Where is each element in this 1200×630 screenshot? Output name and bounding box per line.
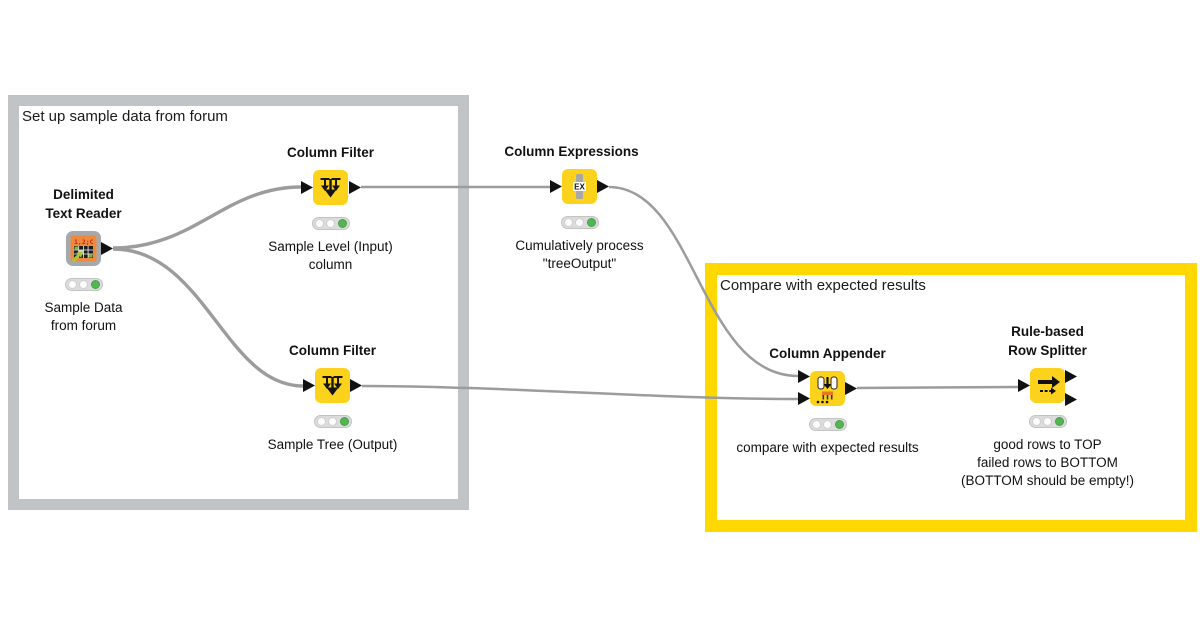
- expressions-output-port[interactable]: [597, 180, 609, 193]
- reader-output-port[interactable]: [101, 242, 113, 255]
- node-column-filter-bottom: Column Filter Sample Tree (Output): [268, 343, 398, 452]
- node-column-filter-top: Column Filter Sample Level (Input) colum…: [268, 145, 393, 272]
- connection-appender-to-splitter[interactable]: [856, 385, 1020, 390]
- annotation-setup[interactable]: Set up sample data from forum: [8, 95, 469, 510]
- row-splitter-icon[interactable]: [1030, 368, 1065, 403]
- appender-output-port[interactable]: [845, 382, 857, 395]
- traffic-light: [64, 278, 103, 291]
- splitter-input-port[interactable]: [1018, 379, 1030, 392]
- svg-text:EX: EX: [574, 183, 585, 192]
- column-filter-icon[interactable]: [313, 170, 348, 205]
- node-rule-based-row-splitter: Rule-based Row Splitter good rows to TOP…: [961, 324, 1134, 488]
- connection-reader-to-filter-bottom[interactable]: [112, 247, 304, 388]
- annotation-setup-title: Set up sample data from forum: [22, 108, 228, 125]
- appender-input-port-2[interactable]: [798, 392, 810, 405]
- node-label: Sample Data from forum: [44, 300, 123, 333]
- node-label: Sample Tree (Output): [267, 437, 398, 452]
- node-title: Rule-based Row Splitter: [1008, 324, 1087, 358]
- dynamic-ports-dots: [816, 400, 829, 404]
- annotation-compare[interactable]: Compare with expected results: [705, 263, 1197, 532]
- filter-top-output-port[interactable]: [349, 181, 361, 194]
- annotation-compare-title: Compare with expected results: [720, 277, 926, 294]
- filter-top-input-port[interactable]: [301, 181, 313, 194]
- traffic-light: [560, 216, 599, 229]
- connection-reader-to-filter-top[interactable]: [112, 185, 302, 250]
- node-title: Column Appender: [769, 346, 886, 361]
- node-title: Column Filter: [289, 343, 376, 358]
- node-title: Column Expressions: [504, 144, 639, 159]
- traffic-light: [311, 217, 350, 230]
- appender-input-port-1[interactable]: [798, 370, 810, 383]
- node-label: Cumulatively process "treeOutput": [515, 238, 644, 271]
- splitter-output-port-bottom[interactable]: [1065, 393, 1077, 406]
- traffic-light: [1028, 415, 1067, 428]
- connection-filter-bottom-to-appender[interactable]: [361, 384, 799, 401]
- node-title: Column Filter: [287, 145, 374, 160]
- column-filter-icon[interactable]: [315, 368, 350, 403]
- node-column-expressions: Column Expressions EX Cumulatively proce…: [504, 144, 643, 271]
- csv-table-reader-icon[interactable]: 1,2;C: [66, 231, 101, 266]
- node-label: good rows to TOP failed rows to BOTTOM (…: [960, 437, 1135, 488]
- node-column-appender: Column Appender compare with expected re…: [736, 346, 918, 455]
- node-label: Sample Level (Input) column: [268, 239, 393, 272]
- node-label: compare with expected results: [736, 440, 919, 455]
- filter-bottom-input-port[interactable]: [303, 379, 315, 392]
- filter-bottom-output-port[interactable]: [350, 379, 362, 392]
- expressions-input-port[interactable]: [550, 180, 562, 193]
- column-appender-icon[interactable]: [810, 371, 845, 406]
- node-title: Delimited Text Reader: [45, 187, 122, 221]
- connection-expressions-to-appender[interactable]: [608, 185, 799, 378]
- splitter-output-port-top[interactable]: [1065, 370, 1077, 383]
- svg-text:1,2;C: 1,2;C: [74, 238, 94, 246]
- traffic-light: [313, 415, 352, 428]
- traffic-light: [808, 418, 847, 431]
- column-expressions-icon[interactable]: EX: [562, 169, 597, 204]
- node-delimited-text-reader: Delimited Text Reader 1,2;C: [44, 187, 122, 333]
